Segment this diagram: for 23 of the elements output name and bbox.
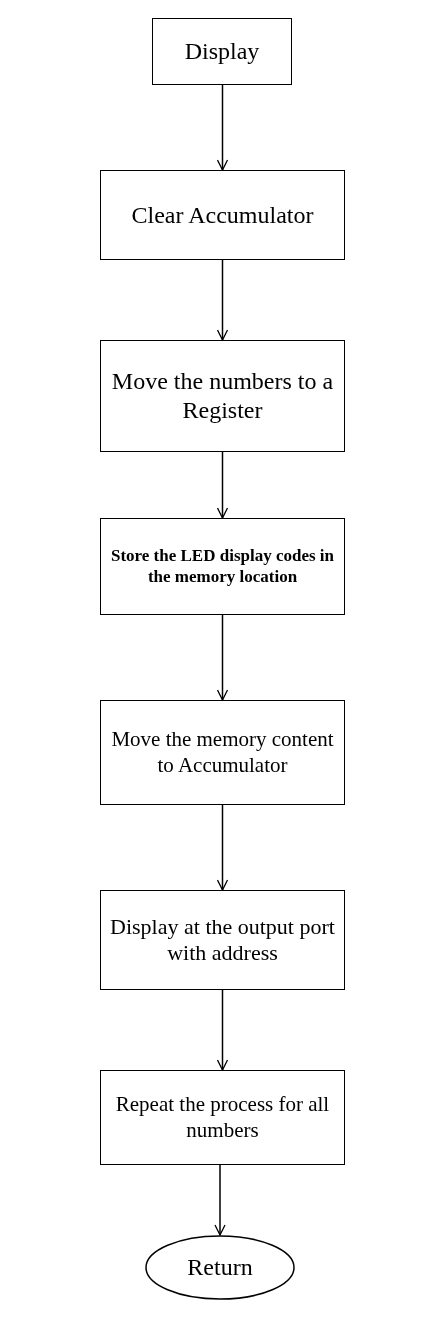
node-label: Store the LED display codes in the memory location [109, 546, 336, 587]
process-box [100, 700, 345, 805]
node-label: Return [186, 1253, 254, 1282]
arrow [216, 259, 229, 341]
node-label: Display at the output port with address [109, 913, 336, 967]
node-label: Display [183, 37, 261, 66]
node-label: Move the numbers to a Register [110, 367, 335, 425]
node-label: Clear Accumulator [130, 200, 315, 230]
arrow [216, 84, 229, 171]
process-box [100, 518, 345, 615]
process-box [100, 170, 345, 260]
node-label: Move the memory content to Accumulator [110, 727, 335, 778]
arrow [214, 1164, 226, 1236]
arrow [216, 614, 229, 701]
process-box [100, 1070, 345, 1165]
node-label: Repeat the process for all numbers [114, 1092, 331, 1143]
process-box [100, 890, 345, 990]
arrow [216, 451, 229, 519]
terminal-oval [145, 1235, 295, 1300]
arrow [216, 804, 229, 891]
arrow [216, 989, 229, 1071]
process-box [100, 340, 345, 452]
process-box [152, 18, 292, 85]
